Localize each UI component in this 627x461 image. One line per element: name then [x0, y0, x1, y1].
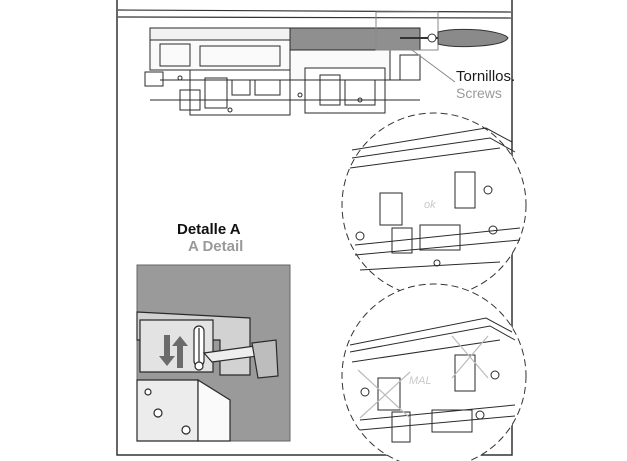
wrong-cross-mark	[357, 335, 489, 419]
screwdriver-icon	[400, 28, 509, 48]
detail-title-en: A Detail	[188, 238, 244, 255]
ok-mark: ok	[424, 199, 436, 211]
detail-a-panel	[136, 264, 291, 442]
screws-label-es: Tornillos.	[456, 68, 516, 85]
wrong-view-circle	[341, 283, 527, 461]
screws-label-en: Screws	[456, 85, 502, 101]
mal-mark: MAL	[409, 375, 432, 387]
adjust-arrows-icon	[159, 335, 188, 368]
detail-title-es: Detalle A	[177, 221, 241, 238]
detail-a-callout-box	[375, 11, 439, 51]
callout-leader	[411, 49, 456, 83]
machine-assembly	[144, 27, 421, 116]
ceiling	[117, 9, 512, 19]
